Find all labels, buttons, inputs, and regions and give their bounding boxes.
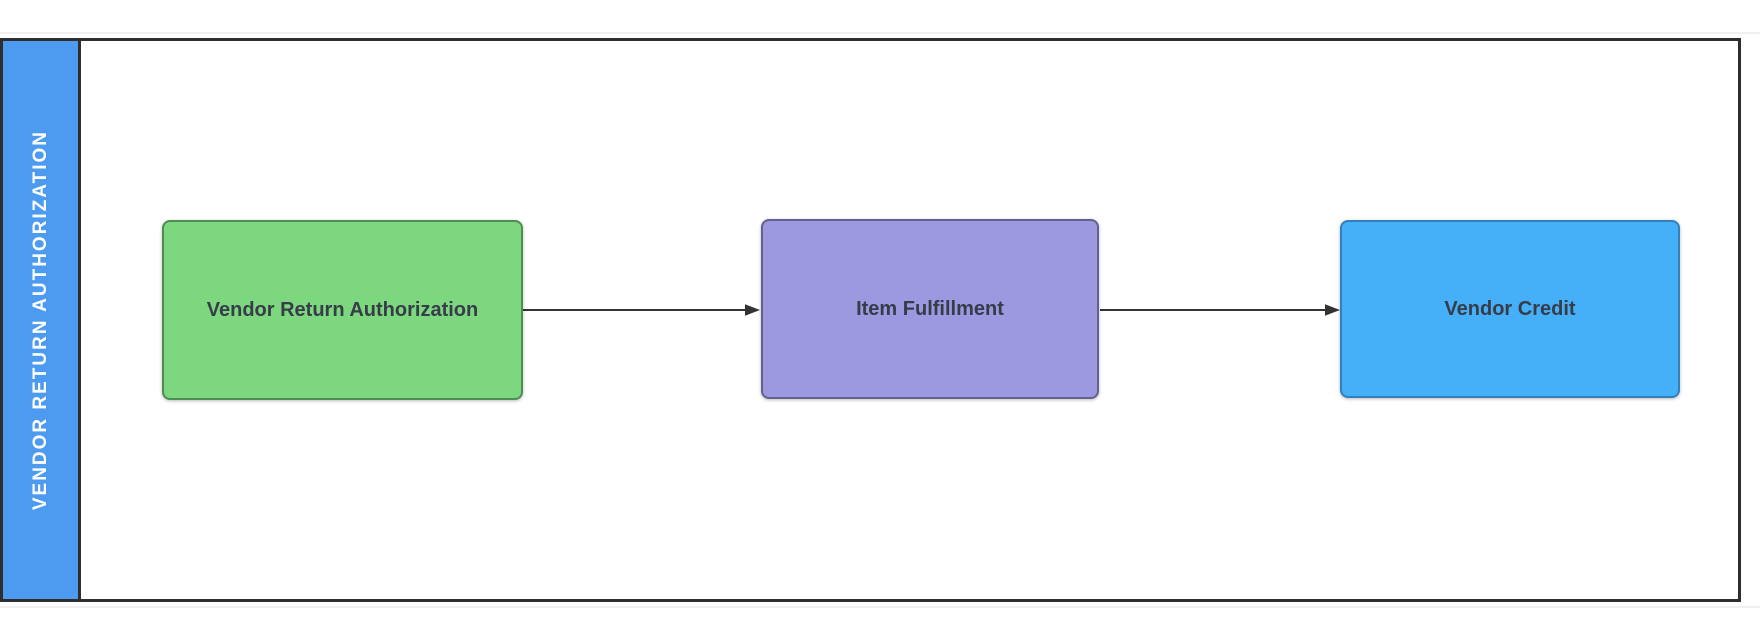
node-label: Item Fulfillment	[856, 297, 1004, 320]
node-label: Vendor Return Authorization	[206, 298, 479, 321]
node-vendor-return-authorization[interactable]: Vendor Return Authorization	[162, 220, 523, 400]
node-item-fulfillment[interactable]: Item Fulfillment	[761, 219, 1099, 399]
connector-arrow-vra-to-fulfillment[interactable]	[523, 304, 760, 316]
page-boundary-line-bottom	[0, 606, 1760, 608]
arrowhead-icon	[1325, 304, 1340, 316]
swimlane-header[interactable]: VENDOR RETURN AUTHORIZATION	[0, 38, 81, 602]
node-vendor-credit[interactable]: Vendor Credit	[1340, 220, 1680, 398]
arrowhead-icon	[745, 304, 760, 316]
page-boundary-line-top	[0, 32, 1760, 34]
connector-arrow-fulfillment-to-credit[interactable]	[1100, 304, 1340, 316]
node-label: Vendor Credit	[1444, 297, 1576, 320]
